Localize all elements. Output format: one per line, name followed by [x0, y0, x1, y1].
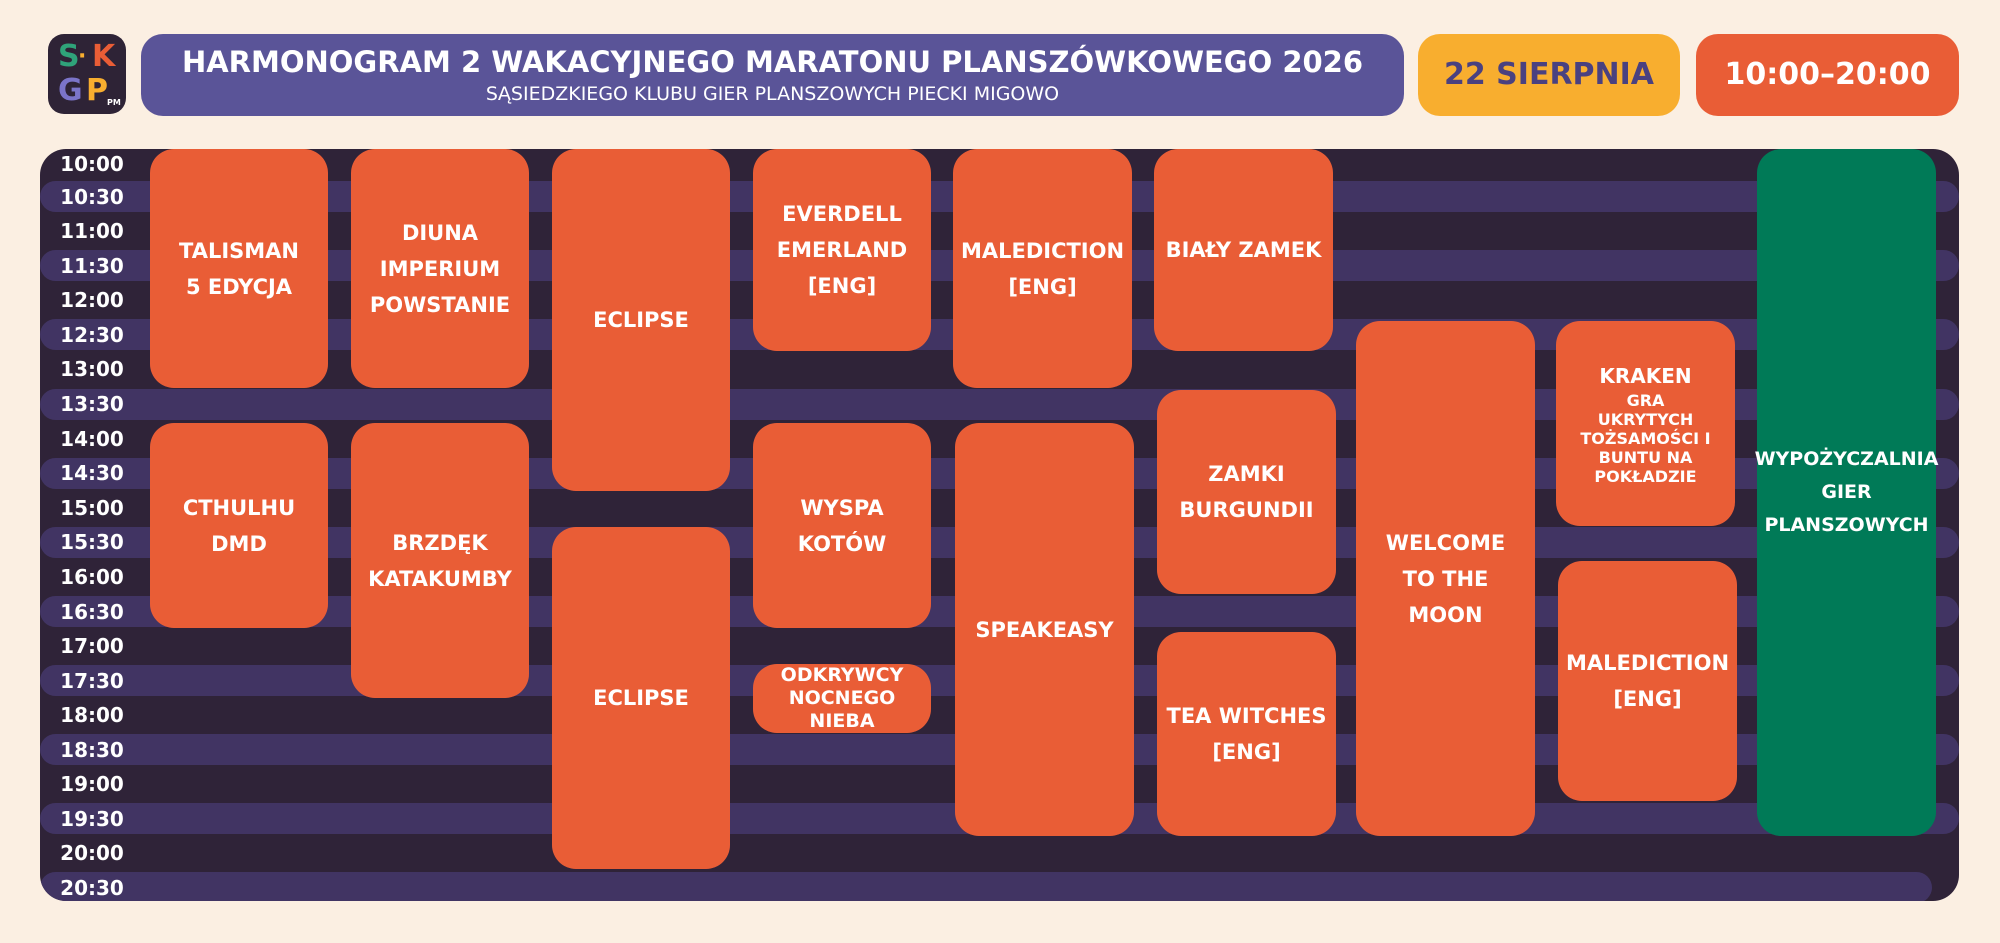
logo-small-text: PM: [107, 98, 121, 107]
event-tea-witches[interactable]: TEA WITCHES [ENG]: [1157, 632, 1336, 836]
event-title: WELCOME TO THE MOON: [1385, 530, 1506, 627]
time-label: 11:30: [60, 254, 124, 278]
event-kraken[interactable]: KRAKEN GRA UKRYTYCH TOŻSAMOŚCI I BUNTU N…: [1556, 321, 1735, 526]
time-label: 15:00: [60, 496, 124, 520]
time-label: 16:00: [60, 565, 124, 589]
time-label: 12:30: [60, 323, 124, 347]
event-hours: 10:00–20:00: [1696, 34, 1959, 116]
event-title: ECLIPSE: [593, 308, 689, 332]
time-stripe: [40, 872, 1932, 901]
event-title: TEA WITCHES [ENG]: [1166, 704, 1327, 764]
time-label: 20:30: [60, 876, 124, 900]
event-eclipse-1[interactable]: ECLIPSE: [552, 149, 730, 491]
page-title: HARMONOGRAM 2 WAKACYJNEGO MARATONU PLANS…: [181, 45, 1364, 79]
logo-letter-s: S: [58, 39, 80, 74]
time-label: 18:30: [60, 738, 124, 762]
logo-dot: ·: [78, 44, 87, 69]
time-label: 15:30: [60, 530, 124, 554]
time-label: 14:00: [60, 427, 124, 451]
event-title: SPEAKEASY: [975, 617, 1114, 642]
event-title: EVERDELL EMERLAND [ENG]: [776, 202, 908, 298]
event-title: TALISMAN 5 EDYCJA: [179, 238, 299, 299]
event-title: ODKRYWCY NOCNEGO NIEBA: [780, 664, 904, 732]
time-label: 10:00: [60, 152, 124, 176]
event-everdell[interactable]: EVERDELL EMERLAND [ENG]: [753, 149, 931, 351]
event-talisman[interactable]: TALISMAN 5 EDYCJA: [150, 149, 328, 388]
event-title: CTHULHU DMD: [182, 495, 296, 556]
event-title: ECLIPSE: [593, 686, 689, 710]
time-label: 17:00: [60, 634, 124, 658]
event-title: ZAMKI BURGUNDII: [1179, 462, 1314, 522]
event-description: GRA UKRYTYCH TOŻSAMOŚCI I BUNTU NA POKŁA…: [1580, 391, 1711, 486]
event-bialy-zamek[interactable]: BIAŁY ZAMEK: [1154, 149, 1333, 351]
event-malediction-2[interactable]: MALEDICTION [ENG]: [1558, 561, 1737, 801]
club-logo: S · K G P PM: [48, 34, 126, 114]
event-date: 22 SIERPNIA: [1418, 34, 1680, 116]
time-label: 19:30: [60, 807, 124, 831]
event-wypozyczalnia[interactable]: WYPOŻYCZALNIA GIER PLANSZOWYCH: [1754, 149, 1939, 836]
logo-letter-k: K: [92, 39, 116, 74]
time-label: 17:30: [60, 669, 124, 693]
event-welcome-to-the-moon[interactable]: WELCOME TO THE MOON: [1356, 321, 1535, 836]
page-subtitle: SĄSIEDZKIEGO KLUBU GIER PLANSZOWYCH PIEC…: [485, 83, 1060, 105]
time-label: 13:30: [60, 392, 124, 416]
logo-letter-p: P: [86, 73, 108, 108]
time-label: 13:00: [60, 357, 124, 381]
event-title: BIAŁY ZAMEK: [1165, 238, 1322, 262]
event-brzdek[interactable]: BRZDĘK KATAKUMBY: [351, 423, 529, 698]
event-zamki-burgundii[interactable]: ZAMKI BURGUNDII: [1157, 390, 1336, 594]
time-label: 11:00: [60, 219, 124, 243]
time-label: 10:30: [60, 185, 124, 209]
event-cthulhu[interactable]: CTHULHU DMD: [150, 423, 328, 628]
event-title: MALEDICTION [ENG]: [960, 238, 1125, 299]
event-eclipse-2[interactable]: ECLIPSE: [552, 527, 730, 869]
event-diuna[interactable]: DIUNA IMPERIUM POWSTANIE: [351, 149, 529, 388]
event-title: WYPOŻYCZALNIA GIER PLANSZOWYCH: [1754, 448, 1939, 536]
time-label: 12:00: [60, 288, 124, 312]
time-label: 19:00: [60, 772, 124, 796]
event-wyspa-kotow[interactable]: WYSPA KOTÓW: [753, 423, 931, 628]
event-title: BRZDĘK KATAKUMBY: [368, 530, 512, 591]
event-odkrywcy[interactable]: ODKRYWCY NOCNEGO NIEBA: [753, 664, 931, 733]
title-banner: HARMONOGRAM 2 WAKACYJNEGO MARATONU PLANS…: [141, 34, 1404, 116]
event-title: MALEDICTION [ENG]: [1565, 651, 1730, 711]
time-label: 14:30: [60, 461, 124, 485]
schedule-board: 10:00 10:30 11:00 11:30 12:00 12:30 13:0…: [40, 149, 1959, 901]
event-title: KRAKEN: [1599, 364, 1692, 388]
event-malediction-1[interactable]: MALEDICTION [ENG]: [953, 149, 1132, 388]
logo-letter-g: G: [58, 73, 83, 108]
event-title: WYSPA KOTÓW: [797, 495, 887, 556]
event-title: DIUNA IMPERIUM POWSTANIE: [369, 220, 511, 317]
time-label: 20:00: [60, 841, 124, 865]
event-speakeasy[interactable]: SPEAKEASY: [955, 423, 1134, 836]
time-label: 18:00: [60, 703, 124, 727]
time-label: 16:30: [60, 600, 124, 624]
